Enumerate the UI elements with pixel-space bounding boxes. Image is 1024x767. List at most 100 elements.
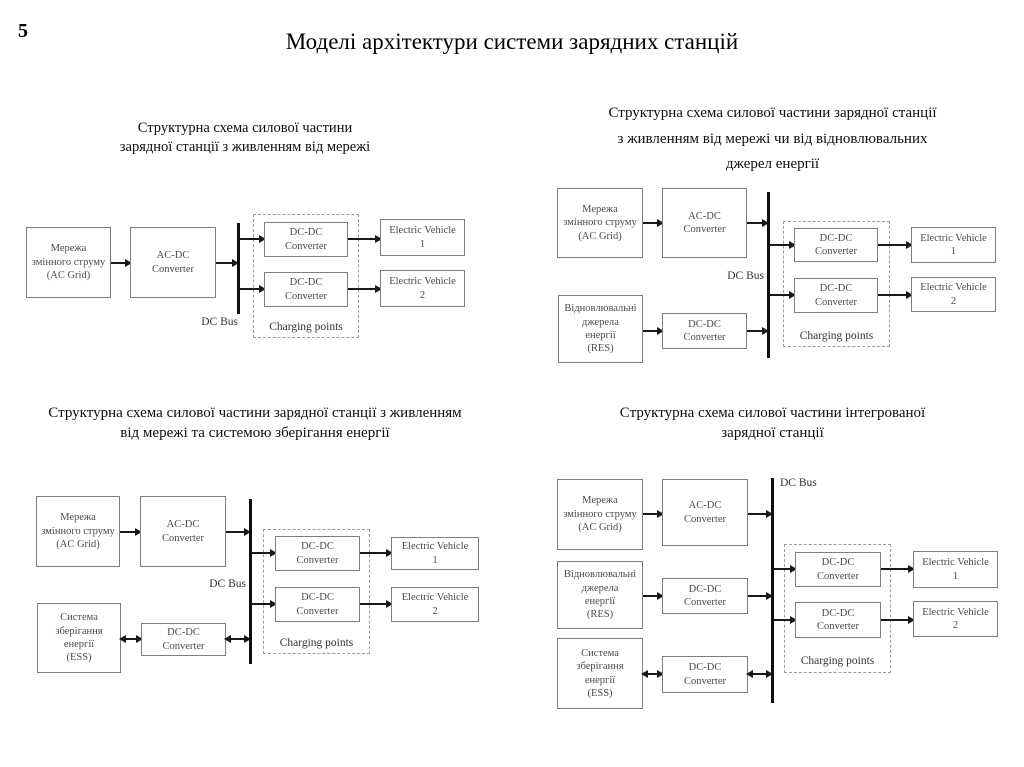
arrowhead-right-icon (657, 670, 664, 678)
block-ac-dc-converter: AC-DC Converter (662, 188, 747, 258)
block-electric-vehicle-2: Electric Vehicle 2 (391, 587, 479, 622)
arrowhead-right-icon (789, 241, 796, 249)
diagram-title: Структурна схема силової частини інтегро… (619, 405, 926, 442)
dc-bus-label: DC Bus (209, 578, 246, 590)
arrowhead-left-icon (746, 670, 753, 678)
flow-arrow (748, 510, 773, 518)
block-electric-vehicle-1: Electric Vehicle 1 (391, 537, 479, 570)
block-ac-dc-converter: AC-DC Converter (662, 479, 748, 546)
flow-arrow (774, 616, 797, 624)
charging-points-box (253, 214, 359, 338)
flow-arrow (747, 219, 769, 227)
charging-points-box (784, 544, 891, 673)
block-electric-vehicle-1: Electric Vehicle 1 (380, 219, 465, 256)
block-dc-dc-converter: DC-DC Converter (662, 578, 748, 614)
arrowhead-right-icon (908, 565, 915, 573)
flow-arrow (240, 235, 266, 243)
dc-bus-label: DC Bus (201, 316, 238, 328)
block-dc-dc-converter: DC-DC Converter (795, 602, 881, 638)
flow-arrow (226, 528, 251, 536)
arrowhead-right-icon (657, 327, 664, 335)
flow-arrow (643, 327, 664, 335)
block-dc-dc-converter: DC-DC Converter (662, 313, 747, 349)
arrowhead-right-icon (906, 241, 913, 249)
charging-points-label: Charging points (800, 655, 875, 667)
page-number: 5 (18, 20, 28, 42)
arrowhead-right-icon (136, 635, 143, 643)
block-dc-dc-converter: DC-DC Converter (264, 222, 348, 257)
flow-arrow (878, 241, 913, 249)
flow-arrow-bidirectional (224, 635, 251, 643)
charging-points-label: Charging points (799, 330, 874, 342)
flow-arrow (774, 565, 797, 573)
block-dc-dc-converter: DC-DC Converter (662, 656, 748, 693)
flow-arrow (348, 285, 382, 293)
dc-bus-line (237, 223, 240, 314)
arrowhead-right-icon (375, 285, 382, 293)
flow-arrow (643, 219, 664, 227)
flow-arrow (111, 259, 132, 267)
block-ac-dc-converter: AC-DC Converter (130, 227, 216, 298)
block-dc-dc-converter: DC-DC Converter (794, 278, 878, 313)
flow-arrow (881, 565, 915, 573)
arrowhead-right-icon (270, 549, 277, 557)
diagram-title: Структурна схема силової частини зарядно… (119, 120, 371, 156)
block-res: Відновлювальні джерела енергії (RES) (558, 295, 643, 363)
arrowhead-right-icon (766, 670, 773, 678)
dc-bus-label: DC Bus (727, 270, 764, 282)
diagram-title: Структурна схема силової частини зарядно… (608, 105, 937, 172)
block-electric-vehicle-1: Electric Vehicle 1 (913, 551, 998, 588)
block-electric-vehicle-1: Electric Vehicle 1 (911, 227, 996, 263)
arrowhead-right-icon (762, 327, 769, 335)
flow-arrow (348, 235, 382, 243)
arrowhead-right-icon (789, 291, 796, 299)
flow-arrow (770, 291, 796, 299)
block-dc-dc-converter: DC-DC Converter (795, 552, 881, 587)
arrowhead-right-icon (259, 235, 266, 243)
arrowhead-right-icon (125, 259, 132, 267)
flow-arrow (252, 549, 277, 557)
arrowhead-right-icon (790, 565, 797, 573)
flow-arrow (360, 600, 393, 608)
arrowhead-right-icon (790, 616, 797, 624)
flow-arrow (770, 241, 796, 249)
block-ess: Система зберігання енергії (ESS) (37, 603, 121, 673)
arrowhead-left-icon (224, 635, 231, 643)
flow-arrow (360, 549, 393, 557)
arrowhead-right-icon (244, 528, 251, 536)
flow-arrow (252, 600, 277, 608)
dc-bus-label: DC Bus (780, 477, 817, 489)
flow-arrow (881, 616, 915, 624)
flow-arrow (216, 259, 239, 267)
flow-arrow-bidirectional (746, 670, 773, 678)
flow-arrow-bidirectional (119, 635, 143, 643)
arrowhead-right-icon (766, 592, 773, 600)
slide-title: Моделі архітектури системи зарядних стан… (285, 29, 739, 54)
arrowhead-right-icon (232, 259, 239, 267)
block-electric-vehicle-2: Electric Vehicle 2 (911, 277, 996, 312)
block-electric-vehicle-2: Electric Vehicle 2 (913, 601, 998, 637)
charging-points-label: Charging points (279, 637, 354, 649)
flow-arrow (120, 528, 142, 536)
arrowhead-right-icon (259, 285, 266, 293)
arrowhead-right-icon (657, 510, 664, 518)
arrowhead-left-icon (641, 670, 648, 678)
dc-bus-line (249, 499, 252, 664)
flow-arrow-bidirectional (641, 670, 664, 678)
diagram-title: Структурна схема силової частини зарядно… (48, 405, 462, 442)
block-dc-dc-converter: DC-DC Converter (264, 272, 348, 307)
flow-arrow (643, 592, 664, 600)
arrowhead-right-icon (766, 510, 773, 518)
charging-points-box (783, 221, 890, 347)
block-dc-dc-converter: DC-DC Converter (141, 623, 226, 656)
block-ac-grid: Мережа змінного струму (AC Grid) (26, 227, 111, 298)
arrowhead-right-icon (270, 600, 277, 608)
block-ac-grid: Мережа змінного струму (AC Grid) (557, 479, 643, 550)
flow-arrow (643, 510, 664, 518)
block-ac-grid: Мережа змінного струму (AC Grid) (36, 496, 120, 567)
arrowhead-right-icon (762, 219, 769, 227)
block-ess: Система зберігання енергії (ESS) (557, 638, 643, 709)
arrowhead-right-icon (135, 528, 142, 536)
block-ac-grid: Мережа змінного струму (AC Grid) (557, 188, 643, 258)
